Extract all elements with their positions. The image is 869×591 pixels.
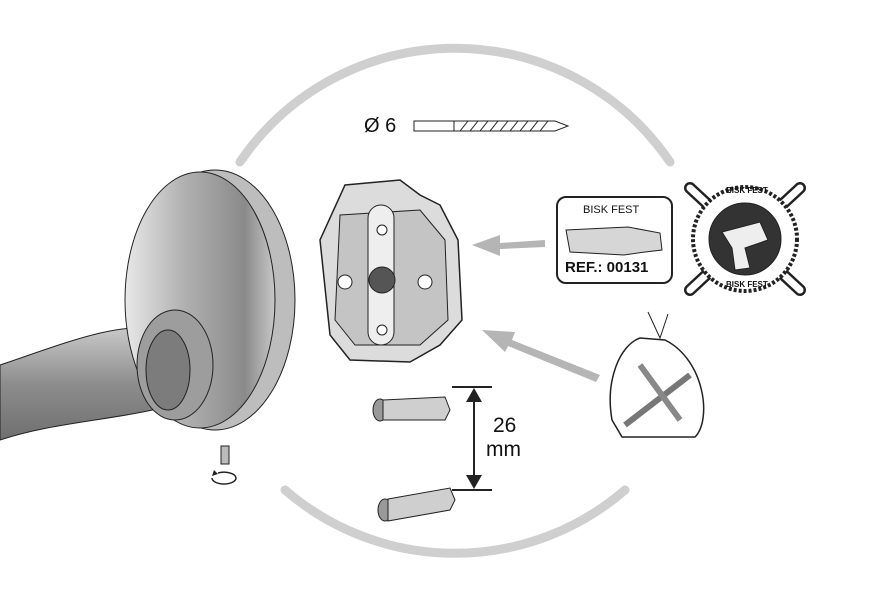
arrow-from-bag-icon [482,330,600,382]
drill-diameter-label: Ø 6 [364,115,397,137]
door-knob-rosette [0,169,296,441]
bottom-arc [280,485,630,558]
mounting-bracket [319,179,463,363]
box-ref-label: REF.: 00131 [565,259,649,276]
top-arc [235,43,675,167]
dimension-arrow-icon [452,386,492,491]
wall-plug-top [372,396,451,422]
set-screw-icon [211,445,237,485]
dimension-unit: mm [486,438,521,461]
badge-bottom-text: BISK FEST [726,280,768,289]
arrow-from-box-icon [472,235,545,256]
wall-plug-bottom [377,487,456,522]
bisk-fest-badge [684,182,806,296]
product-box-icon [556,196,673,284]
dimension-value: 26 [493,414,517,437]
screw-bag-icon [609,311,705,438]
badge-top-text: BISK FEST [726,186,768,195]
box-brand-label: BISK FEST [583,204,640,216]
drill-bit-icon [413,120,570,132]
